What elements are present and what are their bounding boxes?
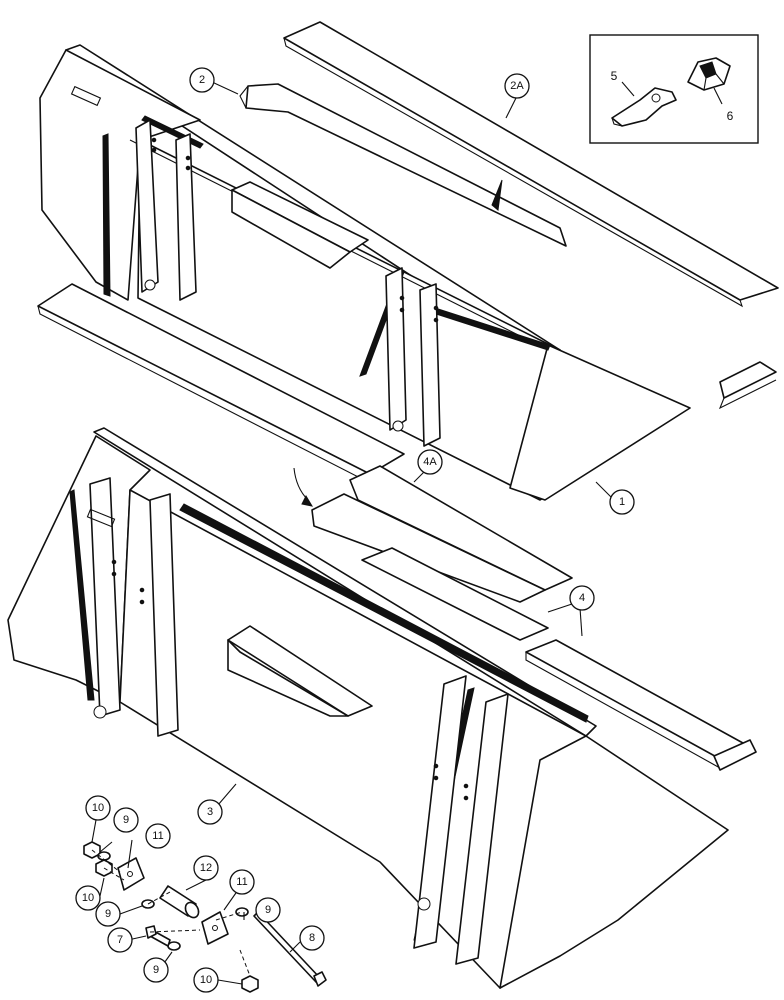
inset-box: 5 6 <box>589 34 759 144</box>
wear-strip-part-2a <box>283 21 779 410</box>
callout-10-mid: 10 <box>75 885 101 911</box>
svg-text:7: 7 <box>117 934 123 946</box>
callout-9-mid: 9 <box>95 901 121 927</box>
svg-text:4A: 4A <box>423 456 437 468</box>
callout-9-top: 9 <box>113 807 139 833</box>
tooth-adapter-part-5 <box>611 87 677 127</box>
callout-2: 2 <box>189 67 215 93</box>
wear-strip-part-2 <box>239 83 567 247</box>
callout-7: 7 <box>107 927 133 953</box>
callout-3: 3 <box>197 799 223 825</box>
inset-label-6: 6 <box>727 109 734 123</box>
svg-text:10: 10 <box>92 802 104 814</box>
svg-text:11: 11 <box>152 830 163 842</box>
callout-2a: 2A <box>504 73 530 99</box>
wear-strip-part-4 <box>361 547 757 771</box>
svg-text:9: 9 <box>123 814 129 826</box>
callout-8: 8 <box>299 925 325 951</box>
svg-text:2A: 2A <box>510 80 524 92</box>
svg-text:9: 9 <box>105 908 111 920</box>
svg-text:1: 1 <box>619 496 625 508</box>
upper-bucket-part-1 <box>39 44 691 501</box>
hardware-group <box>83 841 327 993</box>
svg-text:2: 2 <box>199 74 205 86</box>
callout-11-left: 11 <box>145 823 171 849</box>
callout-10-top: 10 <box>85 795 111 821</box>
svg-text:12: 12 <box>200 862 212 874</box>
callout-4a: 4A <box>417 449 443 475</box>
svg-text:9: 9 <box>265 904 271 916</box>
callout-9-bottom: 9 <box>143 957 169 983</box>
svg-text:11: 11 <box>236 876 247 888</box>
svg-text:10: 10 <box>200 974 212 986</box>
svg-text:9: 9 <box>153 964 159 976</box>
callout-12: 12 <box>193 855 219 881</box>
callout-10-bottom: 10 <box>193 967 219 993</box>
lower-bucket-part-3 <box>7 427 729 989</box>
assembly-arrow-upper <box>491 179 503 211</box>
svg-text:10: 10 <box>82 892 94 904</box>
svg-text:3: 3 <box>207 806 213 818</box>
svg-text:8: 8 <box>309 932 315 944</box>
wear-strip-part-4a <box>311 465 573 603</box>
bucket-tooth-part-6 <box>687 57 731 91</box>
callout-1: 1 <box>609 489 635 515</box>
callout-9-right: 9 <box>255 897 281 923</box>
svg-text:4: 4 <box>579 592 585 604</box>
inset-label-5: 5 <box>611 69 618 83</box>
callout-11-right: 11 <box>229 869 255 895</box>
leader-lines <box>91 81 613 985</box>
callout-4: 4 <box>569 585 595 611</box>
